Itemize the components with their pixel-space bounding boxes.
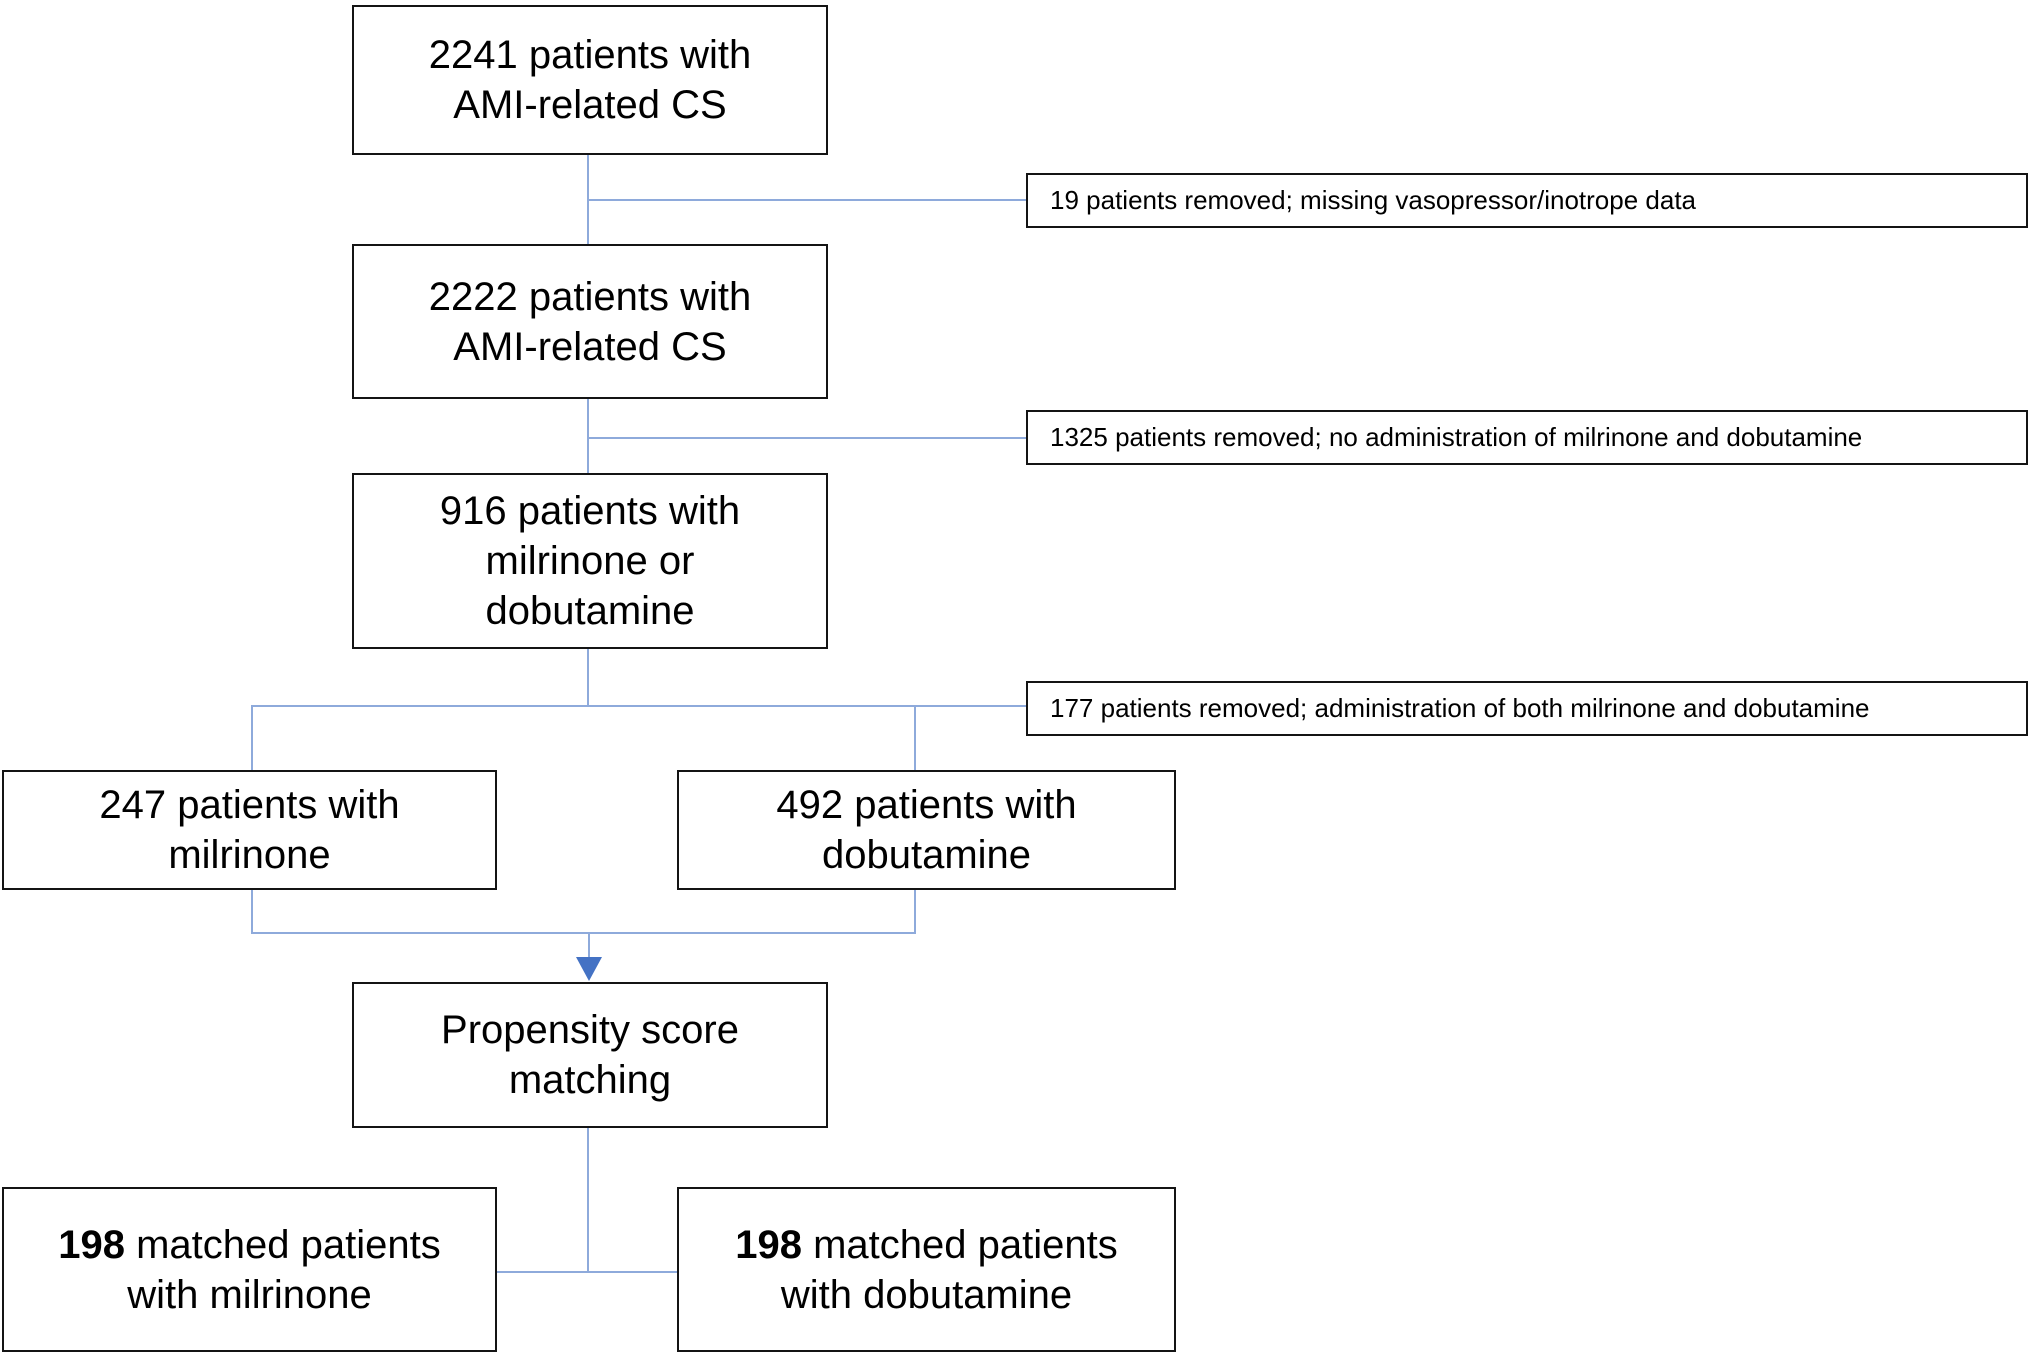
connector-line — [588, 199, 1026, 201]
connector-line — [251, 705, 253, 770]
flow-node-after-missing-data: 2222 patients with AMI-related CS — [352, 244, 828, 399]
connector-line — [914, 890, 916, 934]
connector-line — [587, 649, 589, 706]
flow-node-initial-cohort: 2241 patients with AMI-related CS — [352, 5, 828, 155]
matched-milrinone-count: 198 — [58, 1222, 125, 1267]
matched-milrinone-text: matched patients — [125, 1222, 441, 1267]
matched-milrinone-label: 198 matched patients with milrinone — [58, 1220, 441, 1320]
matched-milrinone-line2: with milrinone — [127, 1272, 372, 1317]
connector-line — [914, 705, 916, 770]
exclusion-note-both-administered: 177 patients removed; administration of … — [1026, 681, 2028, 736]
exclusion-note-missing-data: 19 patients removed; missing vasopressor… — [1026, 173, 2028, 228]
connector-line — [588, 932, 590, 958]
arrow-down-icon — [576, 957, 602, 981]
connector-line — [587, 1128, 589, 1273]
matched-dobutamine-line2: with dobutamine — [780, 1272, 1073, 1317]
flow-node-matched-dobutamine: 198 matched patients with dobutamine — [677, 1187, 1176, 1352]
connector-line — [251, 705, 1026, 707]
flow-node-inotrope-cohort: 916 patients with milrinone or dobutamin… — [352, 473, 828, 649]
flow-node-dobutamine: 492 patients with dobutamine — [677, 770, 1176, 890]
matched-dobutamine-label: 198 matched patients with dobutamine — [735, 1220, 1118, 1320]
flow-node-propensity-score-matching: Propensity score matching — [352, 982, 828, 1128]
matched-dobutamine-count: 198 — [735, 1222, 802, 1267]
flow-node-matched-milrinone: 198 matched patients with milrinone — [2, 1187, 497, 1352]
flow-node-milrinone: 247 patients with milrinone — [2, 770, 497, 890]
connector-line — [251, 890, 253, 934]
exclusion-note-no-administration: 1325 patients removed; no administration… — [1026, 410, 2028, 465]
connector-line — [497, 1271, 677, 1273]
connector-line — [588, 437, 1026, 439]
matched-dobutamine-text: matched patients — [802, 1222, 1118, 1267]
connector-line — [587, 399, 589, 473]
connector-line — [251, 932, 916, 934]
